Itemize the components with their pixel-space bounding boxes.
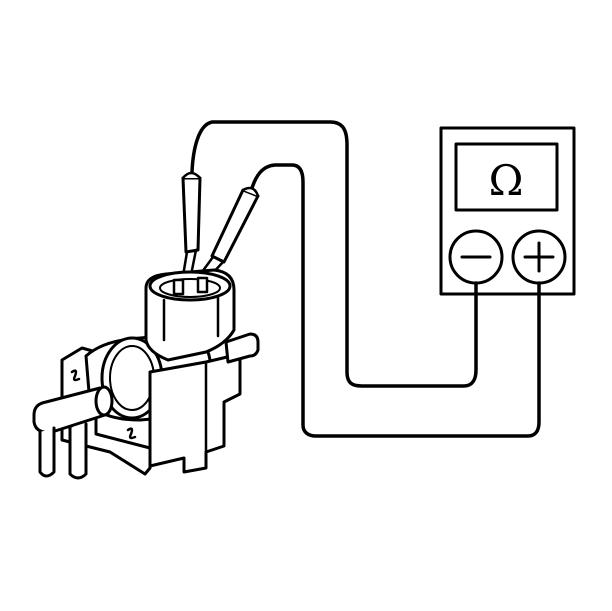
ohm-symbol: Ω [489, 156, 524, 205]
negative-terminal-label: − [459, 235, 493, 281]
vacuum-nipple [224, 332, 260, 364]
negative-terminal: − [448, 229, 504, 285]
positive-terminal-label: + [522, 235, 556, 281]
meter-display [454, 142, 559, 212]
connector-terminals [172, 276, 209, 296]
port-tubes [32, 385, 114, 480]
negative-lead-wire [190, 120, 478, 388]
valve-housing [148, 352, 242, 474]
ohmmeter: Ω − + [439, 126, 576, 296]
solenoid-valve [32, 268, 260, 480]
positive-terminal: + [511, 229, 567, 285]
positive-lead-wire [250, 163, 541, 438]
test-leads [190, 120, 541, 438]
